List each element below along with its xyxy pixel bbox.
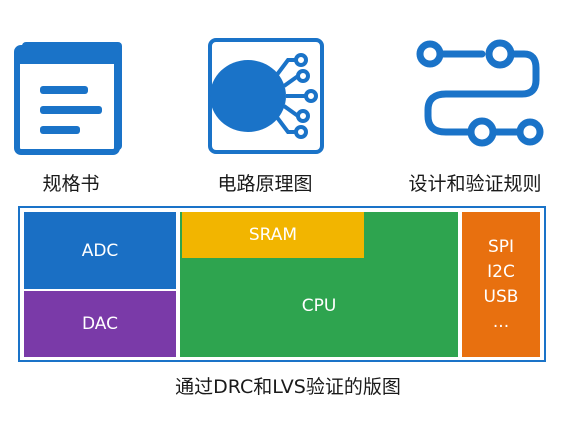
document-label: 规格书 (42, 173, 100, 195)
chip-layout: ADC DAC CPU SRAM SPI I2C USB ... (18, 206, 546, 362)
peripheral-usb: USB (483, 286, 519, 307)
document-icon (14, 42, 122, 155)
peripheral-spi: SPI (487, 236, 515, 257)
dac-block: DAC (24, 291, 176, 357)
schematic-label: 电路原理图 (217, 173, 313, 195)
layout-caption: 通过DRC和LVS验证的版图 (175, 376, 401, 398)
peripherals-block: SPI I2C USB ... (462, 212, 540, 357)
workflow-rules-icon (416, 39, 544, 147)
peripheral-more: ... (492, 311, 510, 332)
adc-block: ADC (24, 212, 176, 289)
circuit-chip-icon (208, 38, 324, 154)
peripheral-i2c: I2C (487, 261, 515, 282)
rules-label: 设计和验证规则 (408, 173, 542, 195)
sram-block: SRAM (182, 212, 364, 258)
cpu-label: CPU (301, 296, 337, 316)
